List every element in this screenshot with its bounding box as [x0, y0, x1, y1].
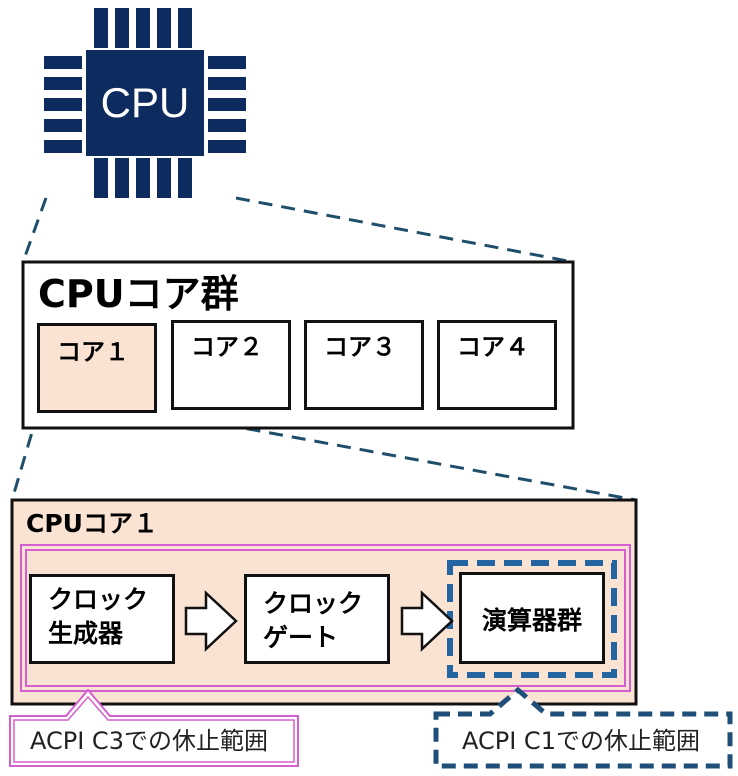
- core-label: コア１: [57, 338, 129, 366]
- core-label: コア４: [457, 333, 529, 361]
- unit-label-line1: クロック: [263, 589, 364, 618]
- unit-label: 演算器群: [482, 606, 583, 635]
- core-box-1: コア１: [37, 323, 157, 413]
- cpu-chip-label: CPU: [100, 79, 190, 126]
- unit-label-line2: 生成器: [48, 619, 124, 648]
- c1-callout-bubble: [433, 686, 733, 769]
- c3-range-outline: [20, 544, 631, 692]
- core-group-title: CPUコア群: [38, 272, 239, 316]
- c3-callout-text: ACPI C3での休止範囲: [30, 727, 268, 755]
- arrow-icon: [400, 590, 454, 652]
- unit-label-line2: ゲート: [263, 623, 339, 652]
- arrow-icon: [184, 590, 238, 652]
- core-box-2: コア２: [171, 320, 291, 410]
- unit-label-line1: クロック: [48, 585, 149, 614]
- core-label: コア３: [324, 333, 396, 361]
- core-detail-title: CPUコア１: [26, 509, 158, 538]
- c3-callout-bubble: [9, 688, 299, 767]
- clock-gate-box: クロック ゲート: [244, 574, 390, 664]
- c1-callout-text: ACPI C1での休止範囲: [462, 727, 700, 755]
- core-box-3: コア３: [304, 320, 424, 410]
- clock-generator-box: クロック 生成器: [29, 574, 175, 664]
- alu-group-box: 演算器群: [459, 572, 605, 664]
- c3-callout-inner: [13, 695, 295, 763]
- core-box-4: コア４: [437, 320, 557, 410]
- cpu-chip-icon: [44, 8, 246, 198]
- core-label: コア２: [191, 333, 263, 361]
